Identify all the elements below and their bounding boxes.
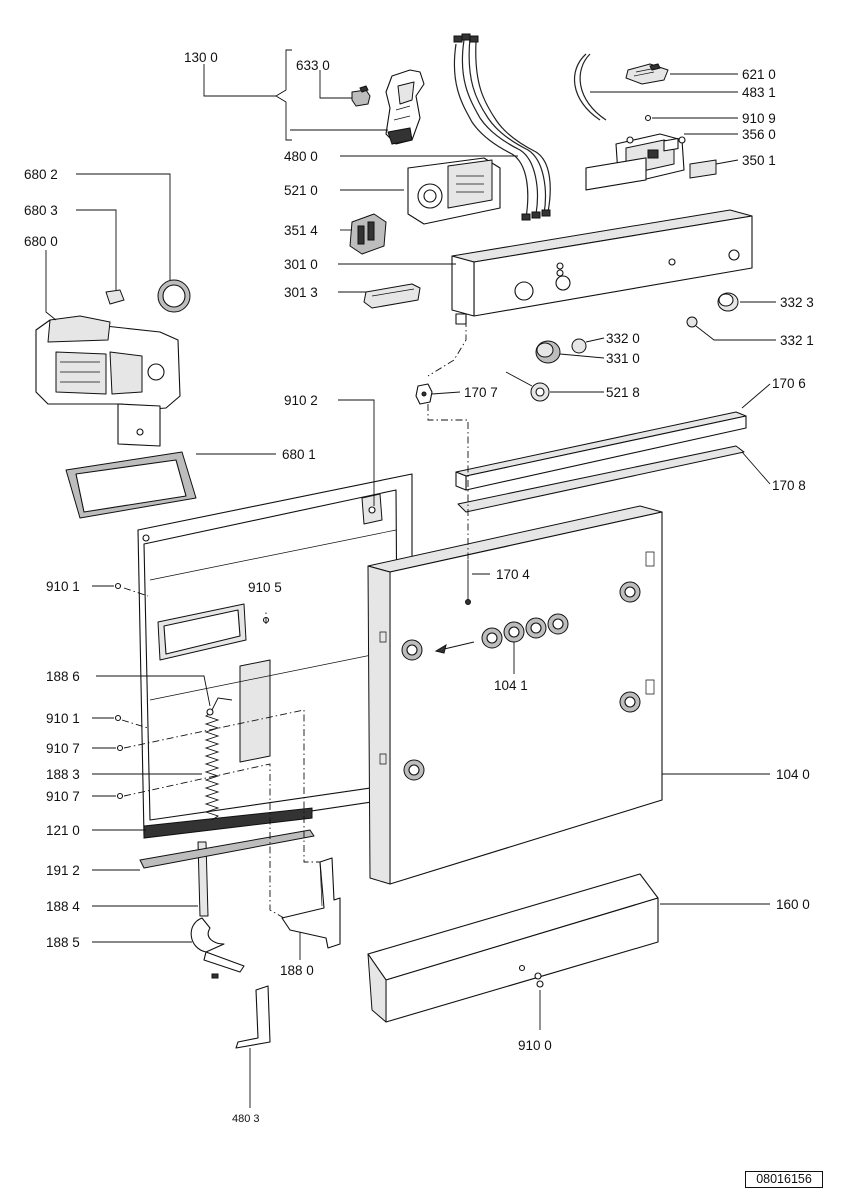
label-621-0: 621 0 <box>742 67 776 82</box>
label-910-1-mid: 910 1 <box>46 711 80 726</box>
part-910-7-top <box>116 744 124 752</box>
part-332-1 <box>686 316 698 328</box>
part-188-5 <box>190 917 245 979</box>
part-480-3 <box>235 985 271 1049</box>
label-521-8: 521 8 <box>606 385 640 400</box>
label-680-0: 680 0 <box>24 234 58 249</box>
leader-lines <box>45 49 776 1108</box>
label-480-0: 480 0 <box>284 149 318 164</box>
part-910-0 <box>534 972 544 988</box>
label-188-0: 188 0 <box>280 963 314 978</box>
part-331-0 <box>535 340 561 364</box>
label-483-1: 483 1 <box>742 85 776 100</box>
label-910-0: 910 0 <box>518 1038 552 1053</box>
part-191-2 <box>139 829 315 869</box>
label-191-2: 191 2 <box>46 863 80 878</box>
label-188-5: 188 5 <box>46 935 80 950</box>
label-910-1-top: 910 1 <box>46 579 80 594</box>
label-121-0: 121 0 <box>46 823 80 838</box>
part-910-1-top <box>114 582 122 590</box>
label-130-0: 130 0 <box>184 50 218 65</box>
label-910-7-top: 910 7 <box>46 741 80 756</box>
label-160-0: 160 0 <box>776 897 810 912</box>
part-170-6 <box>455 411 747 491</box>
part-910-1-mid <box>114 714 122 722</box>
label-521-0: 521 0 <box>284 183 318 198</box>
part-170-8 <box>457 445 745 513</box>
label-331-0: 331 0 <box>606 351 640 366</box>
label-350-1: 350 1 <box>742 153 776 168</box>
part-480-0 <box>385 69 425 145</box>
part-680-3 <box>105 289 125 305</box>
label-301-0: 301 0 <box>284 257 318 272</box>
part-301-0 <box>451 137 753 325</box>
part-160-0 <box>367 873 659 1023</box>
part-labels: 130 0 633 0 480 0 621 0 483 1 910 9 356 … <box>24 50 814 1125</box>
label-188-6: 188 6 <box>46 669 80 684</box>
part-188-0 <box>281 857 341 949</box>
part-680-2 <box>157 279 191 313</box>
part-680-1 <box>65 451 197 519</box>
label-480-3: 480 3 <box>232 1113 260 1125</box>
part-104-0 <box>367 505 663 885</box>
reference-code: 08016156 <box>745 1171 823 1188</box>
part-170-4 <box>465 560 471 605</box>
part-351-4 <box>349 213 387 255</box>
part-332-0 <box>571 338 587 354</box>
label-910-5: 910 5 <box>248 580 282 595</box>
label-170-4: 170 4 <box>496 567 530 582</box>
label-104-0: 104 0 <box>776 767 810 782</box>
label-910-7-bottom: 910 7 <box>46 789 80 804</box>
part-188-4 <box>197 841 209 917</box>
label-332-3: 332 3 <box>780 295 814 310</box>
label-356-0: 356 0 <box>742 127 776 142</box>
label-170-7: 170 7 <box>464 385 498 400</box>
label-680-3: 680 3 <box>24 203 58 218</box>
part-170-7 <box>415 383 433 405</box>
part-521-8 <box>505 371 550 402</box>
label-170-8: 170 8 <box>772 478 806 493</box>
label-301-3: 301 3 <box>284 285 318 300</box>
label-910-9: 910 9 <box>742 111 776 126</box>
part-121-0 <box>137 473 413 839</box>
part-521-0 <box>407 157 501 225</box>
label-104-1: 104 1 <box>494 678 528 693</box>
part-910-9 <box>644 114 652 122</box>
label-351-4: 351 4 <box>284 223 318 238</box>
label-910-2: 910 2 <box>284 393 318 408</box>
label-170-6: 170 6 <box>772 376 806 391</box>
part-301-3 <box>363 283 421 309</box>
label-188-3: 188 3 <box>46 767 80 782</box>
part-910-2 <box>368 506 376 514</box>
part-104-1 <box>401 581 641 781</box>
label-332-0: 332 0 <box>606 331 640 346</box>
part-621-0 <box>625 63 669 85</box>
part-680-0 <box>35 315 181 447</box>
wire-harness <box>453 33 551 221</box>
part-483-1 <box>573 53 607 121</box>
part-188-3 <box>204 711 220 821</box>
part-188-6 <box>206 697 233 716</box>
label-188-4: 188 4 <box>46 899 80 914</box>
part-350-1 <box>689 159 717 179</box>
label-680-2: 680 2 <box>24 167 58 182</box>
part-633-0 <box>351 85 371 107</box>
label-332-1: 332 1 <box>780 333 814 348</box>
part-332-3 <box>717 292 739 312</box>
label-680-1: 680 1 <box>282 447 316 462</box>
label-633-0: 633 0 <box>296 58 330 73</box>
assembly-lines <box>121 320 469 919</box>
part-910-7-bottom <box>116 792 124 800</box>
